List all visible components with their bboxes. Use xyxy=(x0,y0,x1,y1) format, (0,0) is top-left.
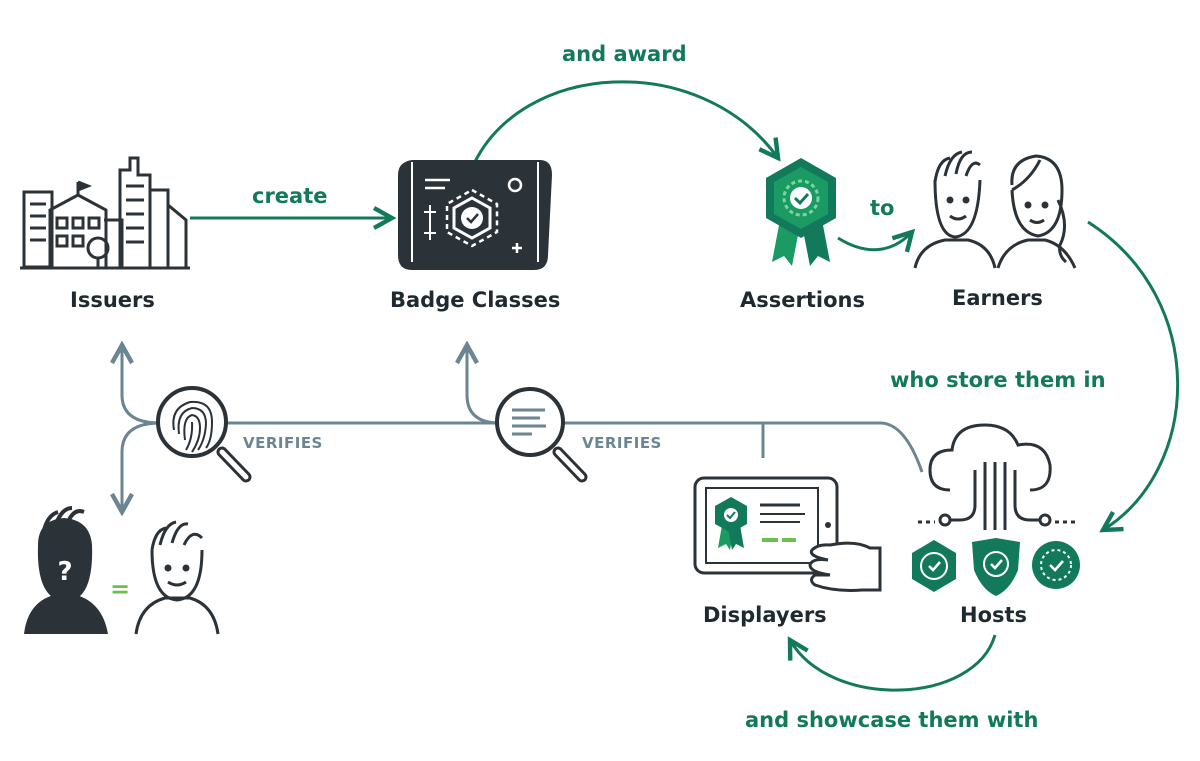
host-badge-2-icon xyxy=(972,538,1020,596)
badge-classes-label: Badge Classes xyxy=(390,288,561,312)
equals-sign: = xyxy=(110,575,130,603)
who-store-label: who store them in xyxy=(890,368,1106,392)
question-mark: ? xyxy=(57,557,72,587)
anonymous-person-icon: ? xyxy=(24,506,108,634)
badge-classes-blueprint-icon xyxy=(398,160,552,270)
create-label: create xyxy=(252,184,328,208)
fingerprint-magnifier-icon xyxy=(156,386,252,483)
hand-icon xyxy=(808,541,882,592)
verification-network xyxy=(122,345,924,512)
assertion-badge-icon xyxy=(766,158,836,266)
verifies-label-1: VERIFIES xyxy=(243,434,323,452)
store-arrow xyxy=(1087,220,1180,530)
earners-label: Earners xyxy=(952,286,1043,310)
host-badge-3-icon xyxy=(1032,541,1080,589)
hosts-cloud-icon xyxy=(918,423,1075,530)
issuers-label: Issuers xyxy=(70,288,155,312)
to-label: to xyxy=(870,196,895,220)
host-badge-1-icon xyxy=(912,540,956,592)
showcase-arrow xyxy=(790,634,997,692)
document-magnifier-icon xyxy=(495,387,588,483)
displayers-label: Displayers xyxy=(703,603,827,627)
showcase-label: and showcase them with xyxy=(745,708,1039,732)
displayers-tablet-icon xyxy=(693,476,839,575)
hosts-label: Hosts xyxy=(960,603,1028,627)
and-award-label: and award xyxy=(562,42,687,66)
known-person-icon xyxy=(134,520,220,635)
issuers-city-icon xyxy=(20,156,190,270)
earners-people-icon xyxy=(913,150,1077,269)
to-arrow xyxy=(837,232,912,250)
award-arrow xyxy=(470,80,778,169)
verifies-label-2: VERIFIES xyxy=(582,434,662,452)
assertions-label: Assertions xyxy=(740,288,865,312)
